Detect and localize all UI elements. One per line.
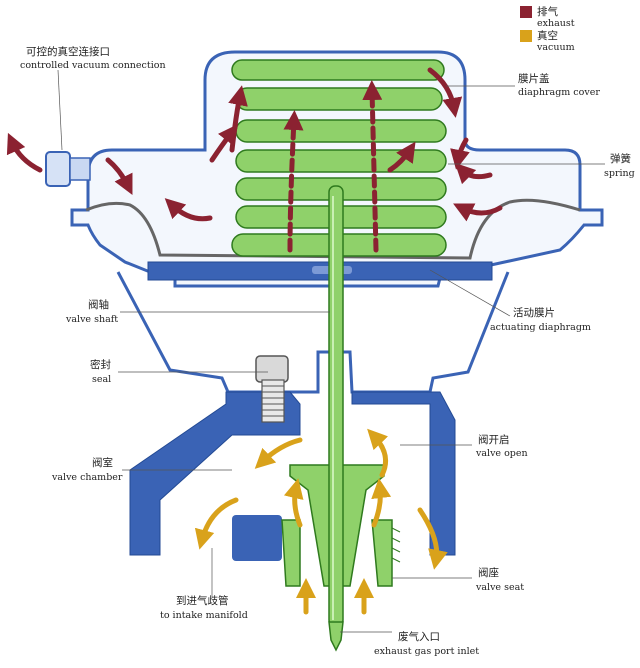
label-valve-seat-en: valve seat (475, 582, 524, 593)
label-valve-open-zh: 阀开启 (478, 433, 510, 446)
gold-arrow (371, 478, 392, 528)
label-seal-zh: 密封 (90, 358, 111, 371)
legend: 排气 exhaust 真空 vacuum (520, 5, 575, 53)
vacuum-connection-nipple (45, 151, 71, 187)
exhaust-flow-arrows (6, 67, 503, 253)
gold-arrow (367, 428, 389, 478)
leader-lines (57, 69, 605, 633)
spring-coil (235, 119, 447, 143)
red-arrow (427, 67, 463, 118)
label-exhaust-inlet-zh: 废气入口 (398, 630, 440, 643)
label-diaphragm-cover-en: diaphragm cover (518, 87, 600, 98)
valve-shaft-tip (328, 621, 344, 652)
legend-vacuum-swatch (520, 30, 532, 42)
label-spring-zh: 弹簧 (610, 152, 631, 165)
label-vacuum-connection-en: controlled vacuum connection (20, 60, 166, 71)
label-valve-chamber-zh: 阀室 (92, 456, 113, 469)
label-valve-chamber-en: valve chamber (51, 472, 123, 483)
red-arrow (450, 137, 470, 170)
label-spring-en: spring (604, 168, 635, 179)
legend-vacuum-en: vacuum (536, 42, 575, 53)
label-valve-open-en: valve open (475, 448, 528, 459)
gold-arrow (194, 497, 239, 550)
seal-bolt-thread (262, 385, 284, 417)
red-arrow (164, 198, 213, 222)
vacuum-flow-arrows (194, 428, 448, 615)
lower-housing-outline (116, 271, 510, 394)
red-arrow (453, 203, 503, 222)
legend-exhaust-zh: 排气 (537, 5, 558, 18)
red-arrow (454, 162, 493, 185)
valve-seat-left (281, 519, 301, 587)
label-seal-en: seal (92, 374, 111, 385)
red-arrow (209, 124, 239, 163)
actuating-diaphragm-membrane (85, 198, 581, 260)
red-arrow (283, 110, 304, 253)
label-vacuum-connection-zh: 可控的真空连接口 (26, 45, 110, 58)
valve-shaft (328, 185, 344, 652)
seal-nut (255, 355, 289, 383)
red-arrow (387, 141, 416, 173)
gold-arrow (283, 478, 304, 528)
label-intake-manifold-en: to intake manifold (160, 610, 248, 621)
label-diaphragm-cover-zh: 膜片盖 (518, 72, 550, 85)
label-intake-manifold-zh: 到进气歧管 (176, 594, 229, 607)
vacuum-connection-port (69, 157, 91, 181)
gold-arrow (417, 507, 448, 570)
valve-shaft-rod (328, 185, 344, 627)
valve-body (129, 355, 456, 561)
label-valve-shaft-en: valve shaft (65, 314, 118, 325)
label-valve-seat-zh: 阀座 (478, 566, 499, 579)
red-arrow (105, 157, 133, 195)
spring-coil (235, 87, 443, 111)
legend-exhaust-en: exhaust (537, 18, 575, 29)
valve-seat (281, 519, 401, 587)
labels: 可控的真空连接口 controlled vacuum connection 膜片… (20, 45, 635, 657)
label-exhaust-inlet-en: exhaust gas port inlet (374, 646, 479, 657)
gold-arrow (254, 437, 303, 469)
seal-bolt (261, 379, 285, 423)
valve-body-left (129, 391, 301, 556)
red-arrow (6, 132, 43, 173)
label-valve-shaft-zh: 阀轴 (88, 298, 109, 311)
label-actuating-diaphragm-en: actuating diaphragm (490, 322, 591, 333)
intake-manifold-outlet (232, 515, 282, 561)
spring-coil (235, 149, 447, 173)
spring-coil (231, 59, 445, 81)
legend-exhaust-swatch (520, 6, 532, 18)
valve-seat-right (371, 519, 393, 587)
legend-vacuum-zh: 真空 (537, 29, 558, 42)
label-actuating-diaphragm-zh: 活动膜片 (513, 306, 555, 319)
red-arrow (362, 80, 383, 253)
